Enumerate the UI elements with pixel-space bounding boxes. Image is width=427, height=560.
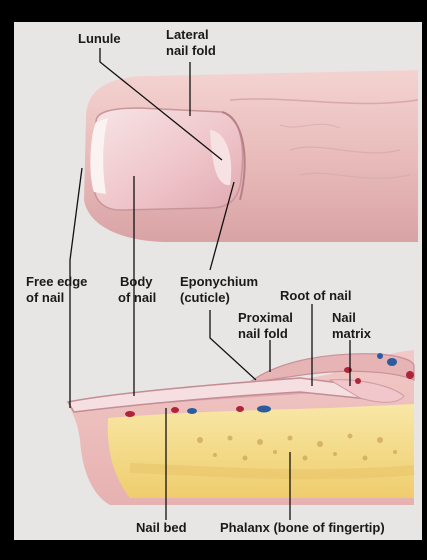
label-body-line1: Body <box>120 274 153 289</box>
label-phalanx: Phalanx (bone of fingertip) <box>220 520 385 535</box>
bone-shaft <box>130 468 414 474</box>
label-eponychium-line2: (cuticle) <box>180 290 230 305</box>
label-lateral-nail-fold-line1: Lateral <box>166 27 209 42</box>
label-nail-bed: Nail bed <box>136 520 187 535</box>
label-body-line2: of nail <box>118 290 156 305</box>
label-nail-matrix-line2: matrix <box>332 326 372 341</box>
label-lunule: Lunule <box>78 31 121 46</box>
label-proximal-fold-line1: Proximal <box>238 310 293 325</box>
phalanx-bone <box>108 404 414 498</box>
label-free-edge-line1: Free edge <box>26 274 87 289</box>
label-nail-matrix-line1: Nail <box>332 310 356 325</box>
label-lateral-nail-fold-line2: nail fold <box>166 43 216 58</box>
label-proximal-fold-line2: nail fold <box>238 326 288 341</box>
label-eponychium-line1: Eponychium <box>180 274 258 289</box>
label-free-edge-line2: of nail <box>26 290 64 305</box>
label-root-of-nail: Root of nail <box>280 288 352 303</box>
